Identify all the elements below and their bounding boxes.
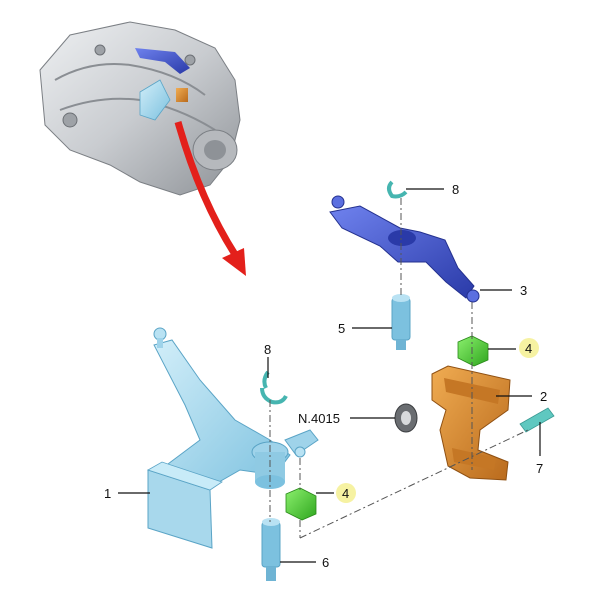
callout-8-lower: 8	[264, 342, 271, 357]
part-4-upper-green-block	[457, 335, 489, 367]
callout-3: 3	[520, 283, 527, 298]
direction-arrow	[174, 121, 246, 276]
part-4-lower-green-block	[285, 487, 317, 521]
callout-labels: 8 3 5 4 2 N.4015 7 8 1 4 6	[104, 182, 547, 570]
gearbox-assembly	[39, 21, 241, 196]
highlight-4-lower	[336, 483, 356, 503]
callout-seal-ref: N.4015	[298, 411, 340, 426]
part-6-pin	[261, 518, 281, 581]
seal-n4015	[394, 403, 418, 433]
callout-4-upper: 4	[525, 341, 532, 356]
part-8-upper-clip	[387, 180, 408, 199]
leader-lines	[118, 188, 541, 563]
callout-6: 6	[322, 555, 329, 570]
part-8-lower-clip	[260, 370, 288, 405]
part-7-teal-pin	[519, 407, 555, 433]
part-3-dark-blue-lever	[329, 195, 480, 303]
callout-5: 5	[338, 321, 345, 336]
callout-7: 7	[536, 461, 543, 476]
callout-8-upper: 8	[452, 182, 459, 197]
part-5-pin	[391, 294, 411, 350]
callout-1: 1	[104, 486, 111, 501]
callout-2: 2	[540, 389, 547, 404]
part-1-light-blue-lever	[147, 327, 319, 549]
highlight-4-upper	[519, 338, 539, 358]
callout-4-lower: 4	[342, 486, 349, 501]
assembly-axis-lines	[269, 198, 529, 539]
part-2-orange-bracket	[431, 365, 511, 481]
